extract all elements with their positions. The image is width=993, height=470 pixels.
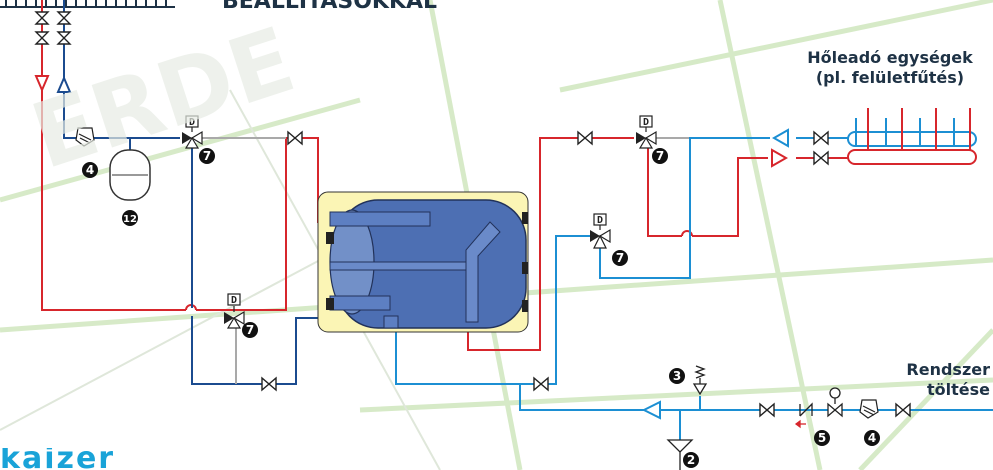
actuator-d-1: D bbox=[189, 117, 195, 128]
gate-valves bbox=[34, 11, 911, 418]
mixing-valve-2 bbox=[224, 293, 245, 329]
heat-emitters-label: Hőleadó egységek (pl. felületfűtés) bbox=[790, 48, 990, 88]
badge-7d: 7 bbox=[616, 251, 624, 265]
heat-emitters-line2: (pl. felületfűtés) bbox=[815, 68, 965, 87]
heat-emitters-line1: Hőleadó egységek bbox=[807, 48, 973, 67]
mixing-valve-4 bbox=[590, 213, 611, 249]
badge-12: 12 bbox=[123, 214, 137, 225]
badge-7c: 7 bbox=[656, 149, 664, 163]
filter-icons bbox=[75, 127, 879, 419]
actuator-d-4: D bbox=[597, 215, 603, 226]
system-fill-line2: töltése bbox=[927, 380, 990, 399]
brand-logo: kaizer bbox=[0, 448, 116, 470]
mixing-valve-3 bbox=[636, 115, 657, 149]
badge-5: 5 bbox=[818, 431, 826, 445]
system-fill-line1: Rendszer bbox=[906, 360, 990, 379]
badge-4a: 4 bbox=[86, 163, 94, 177]
fill-line-fittings bbox=[666, 365, 843, 470]
badge-2: 2 bbox=[687, 453, 695, 467]
storage-tank bbox=[317, 191, 529, 333]
badge-7b: 7 bbox=[246, 323, 254, 337]
actuator-d-3: D bbox=[643, 117, 649, 128]
actuator-markers: D D D D bbox=[189, 117, 649, 306]
expansion-vessel bbox=[109, 149, 151, 201]
mixing-valve-1 bbox=[182, 115, 203, 149]
badge-7a: 7 bbox=[203, 149, 211, 163]
badge-4b: 4 bbox=[868, 431, 876, 445]
top-hatch bbox=[0, 0, 175, 8]
page-title: BEÁLLÍTÁSOKKAL bbox=[222, 0, 438, 14]
actuator-d-2: D bbox=[231, 295, 237, 306]
badge-3: 3 bbox=[673, 369, 681, 383]
number-badges: 4 12 7 7 7 7 3 2 5 4 bbox=[82, 148, 880, 468]
heat-emitter-unit bbox=[847, 108, 977, 165]
flow-arrows bbox=[34, 75, 789, 420]
system-fill-label: Rendszer töltése bbox=[880, 360, 990, 400]
